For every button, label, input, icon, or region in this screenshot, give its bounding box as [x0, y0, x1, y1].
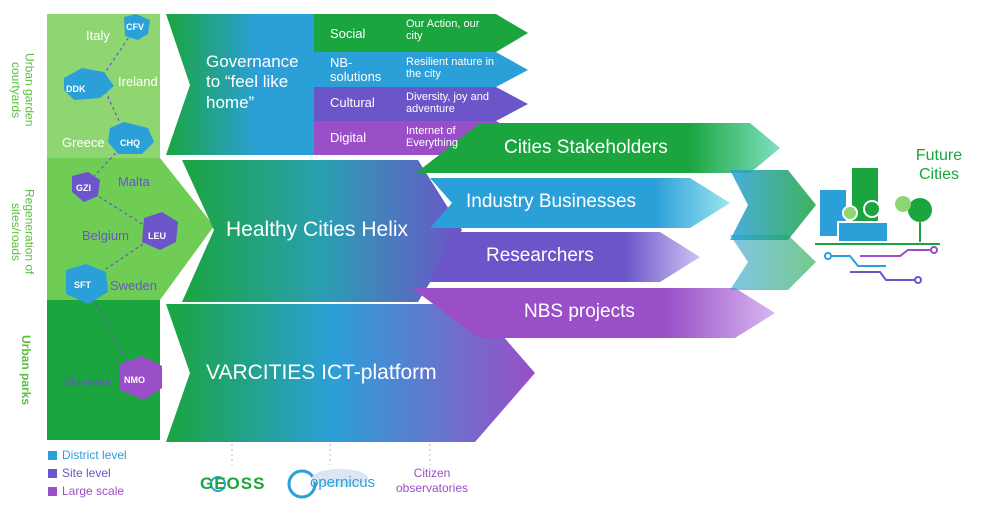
legend-swatch-site [48, 468, 57, 478]
theme-cultural-desc: Diversity, joy and adventure [406, 91, 489, 116]
legend-site: Site level [48, 466, 111, 480]
stream-researchers [430, 232, 700, 282]
code-nmo: NMO [124, 375, 145, 385]
legend-swatch-district [48, 450, 57, 460]
future-cities-icon [815, 168, 940, 284]
platform-label: VARCITIES ICT-platform [206, 361, 437, 384]
future-cities-label: Future Cities [915, 147, 963, 184]
legend-swatch-large [48, 486, 57, 496]
source-ticks [231, 444, 431, 465]
geoss-logo [210, 476, 226, 492]
helix-chevron [182, 160, 462, 302]
site-blob-gzi [72, 172, 100, 202]
country-ireland: Ireland [118, 74, 158, 89]
legend-large: Large scale [48, 484, 124, 498]
country-sweden: Sweden [110, 278, 157, 293]
theme-digital-name: Digital [330, 130, 367, 145]
site-blob-cfv [124, 14, 150, 40]
geoss-label: GEOSS [200, 474, 266, 493]
stream-nbs-projects [412, 288, 775, 338]
stream-researchers-label: Researchers [486, 245, 594, 266]
code-leu: LEU [148, 231, 166, 241]
stream-nbs-label: NBS projects [524, 301, 635, 322]
code-ddk: DDK [66, 84, 86, 94]
country-malta: Malta [118, 174, 150, 189]
stream-industry-businesses [430, 178, 730, 228]
copernicus-label: opernicus [310, 474, 376, 491]
theme-nb-desc: Resilient nature in the city [406, 56, 495, 81]
merge-arrow-top [730, 170, 816, 240]
side-label-urban-parks: Urban parks [18, 334, 33, 406]
theme-social-desc: Our Action, our city [406, 18, 480, 43]
theme-digital-desc: Internet of Everything [406, 125, 458, 150]
country-slovenia: Slovenia [62, 374, 112, 389]
stream-industry-label: Industry Businesses [466, 191, 637, 212]
site-blob-leu [142, 212, 178, 250]
site-blob-chq [108, 122, 154, 154]
code-chq: CHQ [120, 138, 140, 148]
theme-social-name: Social [330, 26, 366, 41]
legend-district: District level [48, 448, 127, 462]
merge-arrow-bottom [730, 235, 816, 290]
side-label-urban-garden: Urban garden courtyards [8, 53, 37, 127]
theme-nb-name: NB-solutions [330, 55, 382, 85]
governance-label: Governance to “feel like home” [206, 52, 299, 112]
site-blob-ddk [64, 68, 114, 100]
legend-label-large: Large scale [62, 484, 125, 498]
theme-row-social [314, 14, 528, 52]
stream-cities-label: Cities Stakeholders [504, 137, 668, 158]
theme-row-nb-solutions [314, 52, 528, 87]
governance-chevron [166, 14, 318, 155]
country-belgium: Belgium [82, 228, 129, 243]
site-blob-sft [66, 264, 108, 304]
theme-row-cultural [314, 87, 528, 121]
platform-chevron [166, 304, 535, 442]
country-italy: Italy [86, 28, 110, 43]
legend-label-site: Site level [62, 466, 111, 480]
code-sft: SFT [74, 280, 91, 290]
country-greece: Greece [62, 135, 105, 150]
copernicus-logo [287, 469, 368, 499]
code-cfv: CFV [126, 22, 144, 32]
code-gzi: GZI [76, 183, 91, 193]
helix-label: Healthy Cities Helix [226, 218, 409, 241]
citizen-label: Citizen observatories [395, 466, 469, 495]
theme-cultural-name: Cultural [330, 95, 375, 110]
side-label-regeneration: Regeneration of sites/roads [8, 189, 37, 275]
legend-label-district: District level [62, 448, 127, 462]
stream-cities-stakeholders [416, 123, 780, 173]
site-blob-nmo [120, 356, 162, 400]
